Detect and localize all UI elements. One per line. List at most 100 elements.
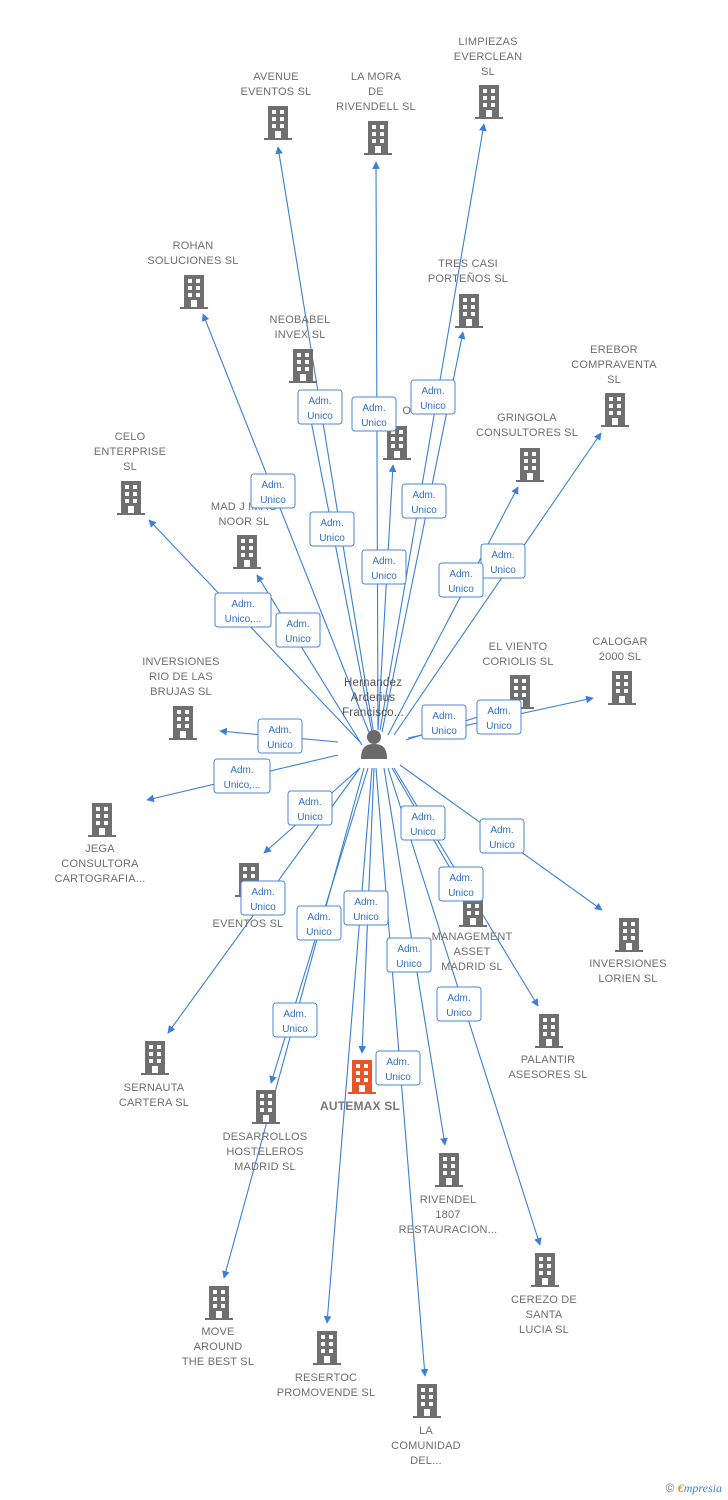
company-label-line: CELO <box>115 431 146 443</box>
badge-box <box>287 790 333 826</box>
role-badge-el-viento[interactable]: Adm.Unico <box>421 704 467 740</box>
building-icon <box>117 481 145 515</box>
company-label-line: EVERCLEAN <box>454 51 522 63</box>
role-badge-te-eventos[interactable]: Adm.Unico <box>287 790 333 826</box>
footer-brand: © €mpresia <box>666 1481 722 1496</box>
company-label-line: GRINGOLA <box>497 412 557 424</box>
role-badge-tres-casi[interactable]: Adm.Unico <box>401 483 447 519</box>
role-badge-inversiones-lorien[interactable]: Adm.Unico <box>479 818 525 854</box>
badge-line-1: Adm. <box>362 403 385 414</box>
badge-box <box>257 718 303 754</box>
role-badge-la-mora[interactable]: Adm.Unico <box>351 396 397 432</box>
role-badge-desarrollos[interactable]: Adm.Unico <box>296 905 342 941</box>
company-label-line: COMUNIDAD <box>391 1440 461 1452</box>
building-icon <box>531 1253 559 1287</box>
building-icon <box>435 1153 463 1187</box>
role-badge-erebor[interactable]: Adm.Unico <box>480 543 526 579</box>
badge-line-2: Unico <box>297 812 323 823</box>
role-badge-jega[interactable]: Adm.Unico,... <box>213 758 271 794</box>
role-badge-limpiezas[interactable]: Adm.Unico <box>410 379 456 415</box>
role-badge-autemax[interactable]: Adm.Unico <box>375 1050 421 1086</box>
badge-line-2: Unico <box>431 726 457 737</box>
company-label-autemax: AUTEMAX SL <box>320 1099 400 1113</box>
company-label-line: ASSET <box>453 946 490 958</box>
center-node[interactable]: Hernandez Arderius Francisco... <box>342 677 404 759</box>
badge-line-2: Unico <box>319 533 345 544</box>
company-label-line: CARTOGRAFIA... <box>54 873 145 885</box>
role-badge-management[interactable]: Adm.Unico <box>400 805 446 841</box>
role-badge-celo[interactable]: Adm.Unico,... <box>214 592 272 628</box>
role-badge-sernauta[interactable]: Adm.Unico <box>240 880 286 916</box>
company-label-line: INVERSIONES <box>142 656 219 668</box>
role-badge-rohan[interactable]: Adm.Unico <box>250 473 296 509</box>
building-icon <box>289 349 317 383</box>
company-label-line: AROUND <box>194 1341 243 1353</box>
badge-line-2: Unico <box>353 912 379 923</box>
building-icon <box>413 1384 441 1418</box>
company-label-line: RIO DE LAS <box>149 671 213 683</box>
role-badge-inversiones-rio[interactable]: Adm.Unico <box>257 718 303 754</box>
company-label-line: MOVE <box>201 1326 234 1338</box>
edge-resertoc <box>323 767 373 1324</box>
badge-line-1: Adm. <box>268 725 291 736</box>
role-badge-calogar[interactable]: Adm.Unico <box>476 699 522 735</box>
badge-line-1: Adm. <box>412 490 435 501</box>
role-badge-move-around[interactable]: Adm.Unico <box>272 1002 318 1038</box>
company-label-line: EL VIENTO <box>489 641 548 653</box>
role-badge-gringola[interactable]: Adm.Unico <box>438 562 484 598</box>
role-badge-avenue[interactable]: Adm.Unico <box>297 389 343 425</box>
role-badge-om[interactable]: Adm.Unico <box>361 549 407 585</box>
role-badge-neobabel[interactable]: Adm.Unico <box>309 511 355 547</box>
role-badge-palantir[interactable]: Adm.Unico <box>438 866 484 902</box>
role-badge-cerezo[interactable]: Adm.Unico <box>436 986 482 1022</box>
role-badge-mad-j[interactable]: Adm.Unico <box>275 612 321 648</box>
company-label-line: SL <box>607 374 621 386</box>
badge-box <box>296 905 342 941</box>
company-label-line: CARTERA SL <box>119 1097 189 1109</box>
company-node-autemax[interactable]: AUTEMAX SL <box>320 1060 400 1113</box>
role-badge-la-comunidad[interactable]: Adm.Unico <box>386 937 432 973</box>
badge-box <box>410 379 456 415</box>
building-icon <box>348 1060 376 1094</box>
company-label-line: INVERSIONES <box>589 958 666 970</box>
role-badge-resertoc[interactable]: Adm.Unico <box>343 890 389 926</box>
badge-line-1: Adm. <box>449 873 472 884</box>
badge-line-2: Unico <box>489 840 515 851</box>
badge-line-2: Unico <box>307 411 333 422</box>
company-label-line: EVENTOS SL <box>241 86 312 98</box>
badge-box <box>436 986 482 1022</box>
building-icon <box>252 1090 280 1124</box>
